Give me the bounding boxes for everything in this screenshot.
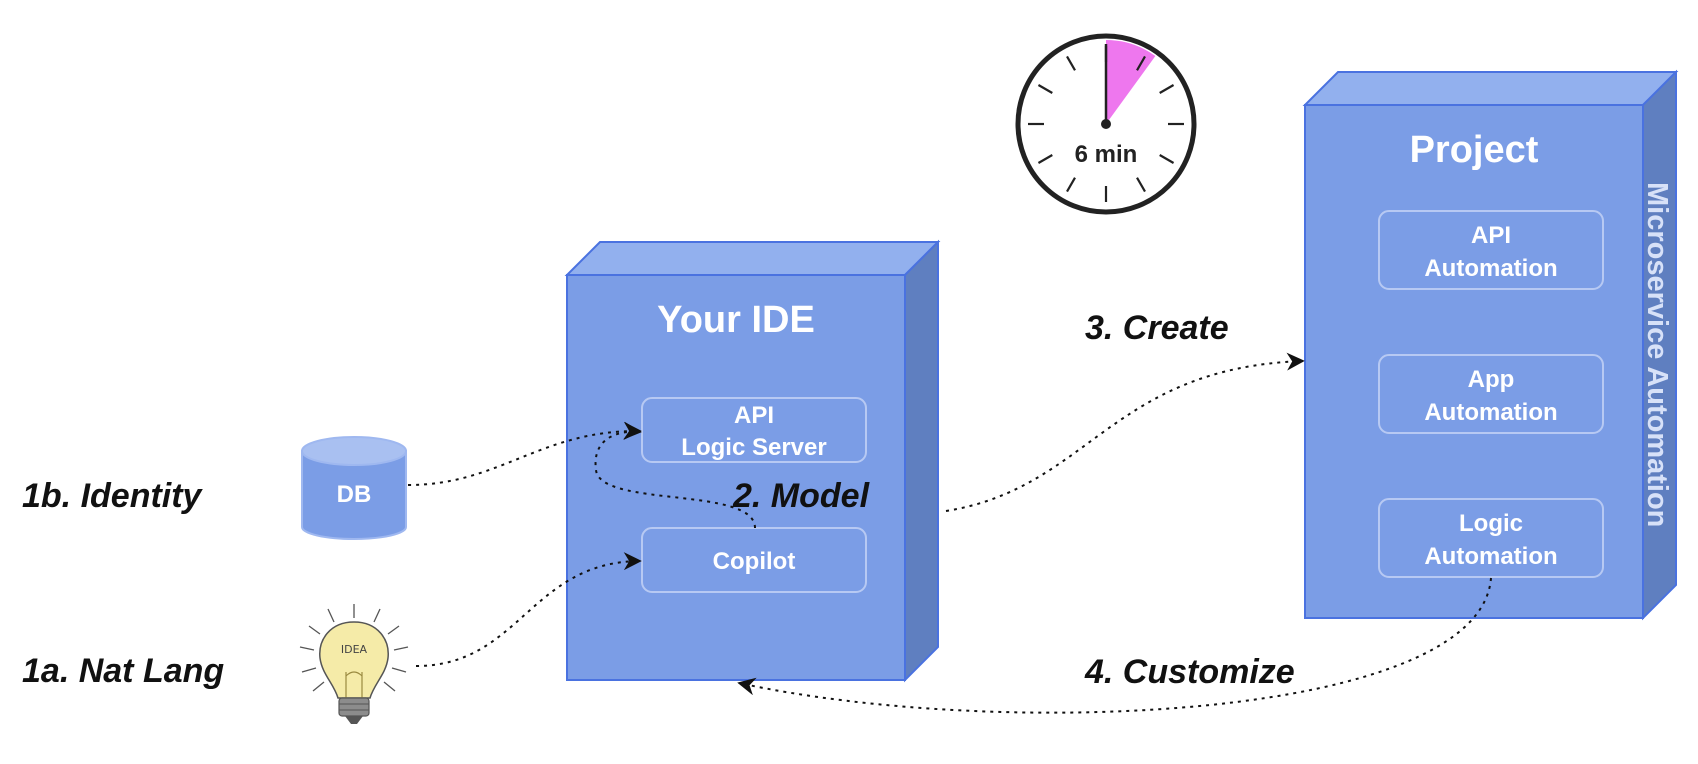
connector-db-to-api-logic-server	[407, 421, 642, 486]
timer-tick	[1159, 84, 1175, 94]
timer-tick	[1136, 177, 1146, 193]
timer-tick	[1066, 55, 1076, 71]
api-logic-server-line1: API	[734, 402, 774, 429]
timer-tick	[1037, 84, 1053, 94]
api-logic-server-box: API Logic Server	[641, 397, 867, 463]
timer-tick	[1066, 177, 1076, 193]
timer-tick	[1037, 154, 1053, 164]
timer-label: 6 min	[1075, 141, 1138, 168]
step-create-label: 3. Create	[1085, 309, 1229, 347]
app-automation-box: App Automation	[1378, 354, 1604, 434]
connector-logic-automation-to-ide	[737, 577, 1492, 714]
db-cylinder: DB	[301, 436, 407, 540]
copilot-box: Copilot	[641, 527, 867, 593]
project-box: Project API Automation App Automation Lo…	[1302, 69, 1679, 621]
step-nat-lang-label: 1a. Nat Lang	[22, 652, 224, 690]
step-model-label: 2. Model	[732, 477, 871, 515]
project-side-label: Microservice Automation	[1641, 182, 1673, 527]
ide-box: Your IDE API Logic Server Copilot	[564, 239, 941, 683]
db-label: DB	[337, 481, 372, 508]
timer-tick	[1159, 154, 1175, 164]
project-item-line2: Automation	[1424, 255, 1557, 282]
lightbulb-icon: IDEA	[299, 604, 409, 724]
ide-title: Your IDE	[657, 299, 815, 341]
bulb-idea-text: IDEA	[341, 643, 368, 656]
logic-automation-box: Logic Automation	[1378, 498, 1604, 578]
project-item-line2: Automation	[1424, 399, 1557, 426]
timer-tick	[1136, 55, 1146, 71]
api-automation-box: API Automation	[1378, 210, 1604, 290]
connector-copilot-to-api-logic-server	[594, 421, 756, 529]
api-logic-server-line2: Logic Server	[681, 434, 826, 461]
project-item-line1: App	[1468, 366, 1515, 393]
step-identity-label: 1b. Identity	[22, 477, 204, 515]
project-item-line1: API	[1471, 222, 1511, 249]
project-item-line2: Automation	[1424, 543, 1557, 570]
project-title: Project	[1410, 129, 1539, 171]
connector-ide-to-project	[945, 352, 1305, 512]
timer-icon: 6 min	[1015, 33, 1197, 215]
project-item-line1: Logic	[1459, 510, 1523, 537]
copilot-label: Copilot	[713, 548, 796, 575]
step-customize-label: 4. Customize	[1084, 653, 1295, 691]
